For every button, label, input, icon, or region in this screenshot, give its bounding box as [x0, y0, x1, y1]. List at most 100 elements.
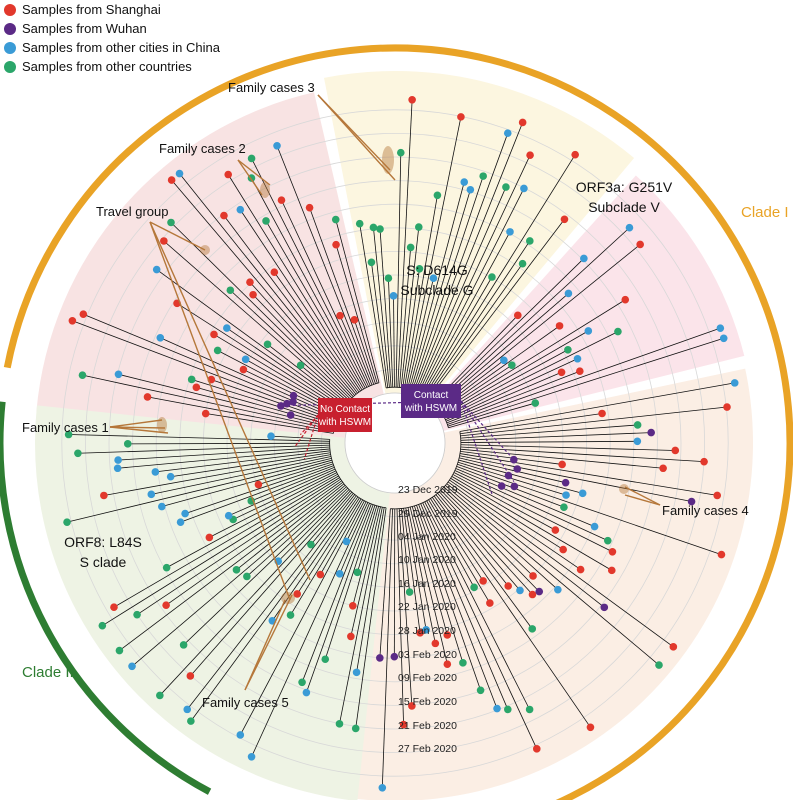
- tip-branch: [190, 495, 357, 722]
- subclade-labels: S: D614G Subclade G ORF3a: G251V Subclad…: [64, 179, 673, 570]
- sample-tip: [277, 402, 285, 410]
- sample-tip: [376, 654, 384, 662]
- sample-tip: [431, 639, 440, 648]
- sample-tip: [187, 717, 195, 725]
- time-label-11: 27 Feb 2020: [398, 743, 457, 755]
- sample-tip: [167, 176, 176, 184]
- tip-branch: [68, 434, 330, 442]
- subclade-v-sector: [428, 175, 745, 431]
- tip-branch: [450, 477, 564, 550]
- sample-tip: [414, 223, 423, 231]
- sample-tip: [369, 223, 378, 232]
- time-ring: [61, 109, 729, 777]
- sample-tip: [316, 570, 325, 579]
- tip-branch: [251, 502, 369, 757]
- tip-branch: [460, 440, 638, 443]
- sample-tip: [625, 223, 634, 232]
- time-axis: 23 Dec 2019 29 Dec 2019 04 Jan 2020 10 J…: [398, 484, 458, 755]
- sample-tip: [376, 225, 384, 233]
- tip-branch: [276, 145, 373, 386]
- sample-tip: [647, 428, 655, 437]
- wuhan-dot-icon: [4, 22, 16, 35]
- tip-branch: [170, 222, 351, 400]
- tip-branch: [309, 207, 375, 385]
- sample-tip: [422, 626, 430, 634]
- sample-tip: [241, 355, 250, 364]
- sample-tip: [201, 409, 210, 418]
- sample-tip: [115, 646, 124, 655]
- subclade-g-line1: S: D614G: [406, 262, 467, 278]
- sample-tip: [621, 295, 630, 304]
- tip-branch: [335, 244, 378, 384]
- annotation-line: [237, 159, 263, 196]
- tip-branch: [232, 470, 337, 520]
- sample-tip: [321, 655, 330, 664]
- sample-tip: [277, 196, 286, 204]
- sample-tip: [576, 565, 585, 574]
- tip-branch: [236, 483, 345, 571]
- tip-branch: [424, 154, 576, 396]
- sample-tip: [659, 464, 667, 473]
- sample-tip: [224, 511, 233, 520]
- tip-branch: [418, 504, 498, 709]
- tip-branch: [430, 498, 484, 582]
- tip-branch: [151, 456, 332, 495]
- annotation-line: [317, 94, 396, 181]
- sample-tip: [510, 482, 519, 491]
- sample-tip: [608, 547, 617, 556]
- sample-tip: [179, 641, 188, 649]
- tip-branch: [447, 481, 674, 648]
- tip-branch: [103, 454, 331, 496]
- tip-branch: [246, 486, 347, 577]
- sample-tip: [367, 258, 376, 267]
- family-cases-5-label: Family cases 5: [202, 695, 289, 710]
- sample-tip: [247, 752, 256, 761]
- tip-branch: [407, 278, 434, 389]
- no-contact-connector: [294, 414, 319, 447]
- tip-branch: [352, 506, 379, 606]
- sample-tip: [531, 399, 540, 407]
- time-ring: [202, 250, 588, 636]
- family-highlight: [200, 245, 210, 255]
- time-label-10: 21 Feb 2020: [398, 720, 457, 732]
- sample-tip: [239, 365, 248, 374]
- tip-branch: [420, 503, 509, 710]
- sample-tip: [243, 572, 251, 581]
- travel-group-label: Travel group: [96, 204, 169, 219]
- sample-tip: [408, 702, 416, 710]
- tip-branch: [405, 507, 427, 630]
- sample-tip: [283, 399, 291, 408]
- tip-branch: [416, 505, 481, 691]
- tip-branch: [456, 466, 565, 508]
- sample-tip: [355, 219, 364, 228]
- sample-tip: [302, 688, 311, 697]
- sample-tip: [488, 273, 496, 281]
- tip-branch: [296, 497, 360, 595]
- tip-branch: [437, 244, 641, 409]
- tip-branch: [339, 315, 371, 386]
- tip-branch: [422, 502, 538, 749]
- sample-tip: [576, 367, 584, 376]
- tip-branch: [413, 133, 509, 391]
- sample-tip: [336, 311, 344, 320]
- sample-tips: [63, 95, 739, 792]
- sample-tip: [151, 468, 160, 476]
- sample-tip: [350, 316, 359, 324]
- tip-branch: [166, 473, 338, 568]
- sample-tip: [700, 457, 708, 466]
- tip-branch: [179, 173, 357, 395]
- annotation-lines: [109, 94, 661, 691]
- tip-branch: [239, 209, 361, 392]
- clade2-sector: [35, 405, 390, 800]
- sample-tip: [289, 397, 297, 406]
- sample-tip: [460, 178, 469, 186]
- tip-branch: [428, 499, 491, 604]
- sample-tip: [476, 686, 485, 695]
- tip-branch: [433, 495, 533, 630]
- tip-branch: [119, 482, 344, 651]
- legend-label: Samples from other countries: [22, 59, 192, 74]
- tip-branch: [211, 379, 337, 424]
- sample-tip: [525, 705, 534, 714]
- family-cases-1-label: Family cases 1: [22, 420, 109, 435]
- tip-branch: [379, 229, 392, 388]
